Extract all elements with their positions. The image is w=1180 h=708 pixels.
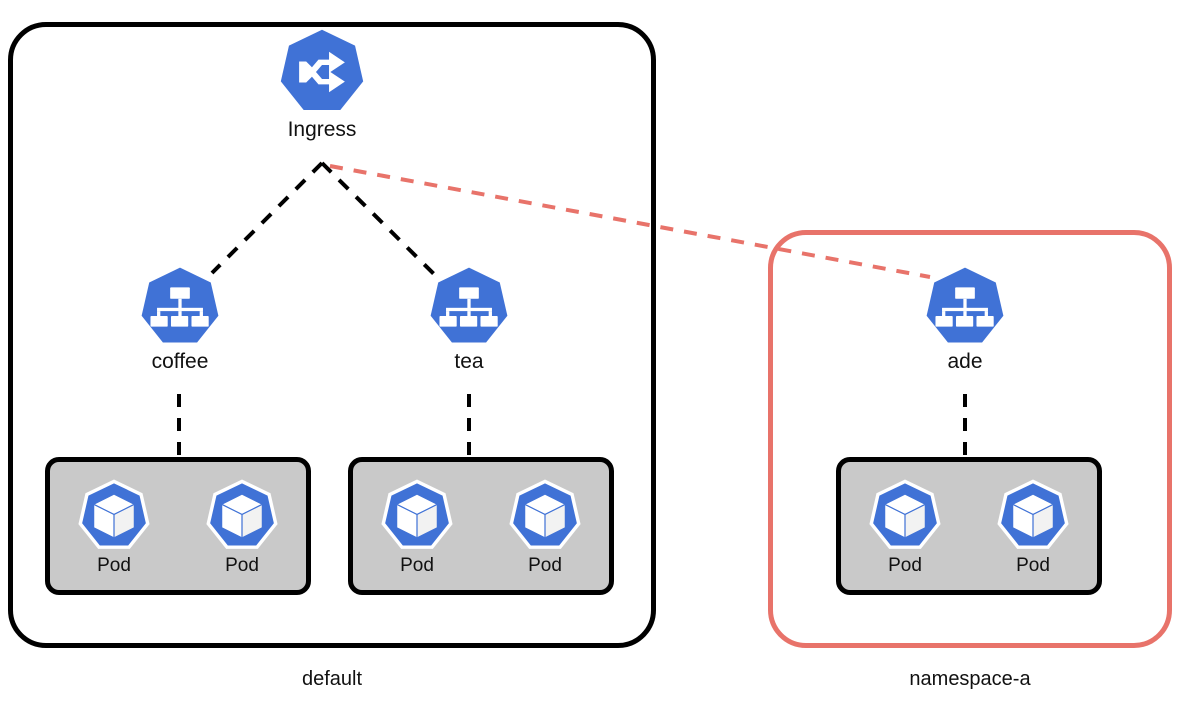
pod[interactable]: Pod bbox=[194, 478, 290, 575]
pod-group-ade-pods: Pod Pod bbox=[836, 457, 1102, 595]
pod-group-tea-pods: Pod Pod bbox=[348, 457, 614, 595]
pod-icon bbox=[379, 478, 455, 554]
service-icon bbox=[924, 266, 1006, 348]
pod-label: Pod bbox=[1016, 554, 1050, 576]
node-coffee[interactable]: coffee bbox=[139, 266, 221, 372]
namespace-box-default bbox=[8, 22, 656, 648]
pod-icon bbox=[76, 478, 152, 554]
node-label-coffee: coffee bbox=[151, 350, 209, 373]
pod-label: Pod bbox=[225, 554, 259, 576]
pod-label: Pod bbox=[400, 554, 434, 576]
namespace-label-default: default bbox=[301, 668, 363, 690]
pod[interactable]: Pod bbox=[857, 478, 953, 575]
pod-group-coffee-pods: Pod Pod bbox=[45, 457, 311, 595]
ingress-icon bbox=[278, 28, 366, 116]
namespace-box-namespace-a bbox=[768, 230, 1172, 648]
node-tea[interactable]: tea bbox=[428, 266, 510, 372]
pod[interactable]: Pod bbox=[66, 478, 162, 575]
pod[interactable]: Pod bbox=[369, 478, 465, 575]
pod-label: Pod bbox=[97, 554, 131, 576]
pod-label: Pod bbox=[888, 554, 922, 576]
pod-icon bbox=[995, 478, 1071, 554]
pod-icon bbox=[507, 478, 583, 554]
node-ade[interactable]: ade bbox=[924, 266, 1006, 372]
pod-label: Pod bbox=[528, 554, 562, 576]
service-icon bbox=[139, 266, 221, 348]
pod-icon bbox=[867, 478, 943, 554]
namespace-label-namespace-a: namespace-a bbox=[909, 668, 1031, 690]
pod-icon bbox=[204, 478, 280, 554]
pod[interactable]: Pod bbox=[985, 478, 1081, 575]
pod[interactable]: Pod bbox=[497, 478, 593, 575]
node-label-tea: tea bbox=[454, 350, 484, 373]
service-icon bbox=[428, 266, 510, 348]
node-ingress[interactable]: Ingress bbox=[278, 28, 366, 140]
node-label-ade: ade bbox=[947, 350, 983, 373]
node-label-ingress: Ingress bbox=[287, 118, 357, 141]
